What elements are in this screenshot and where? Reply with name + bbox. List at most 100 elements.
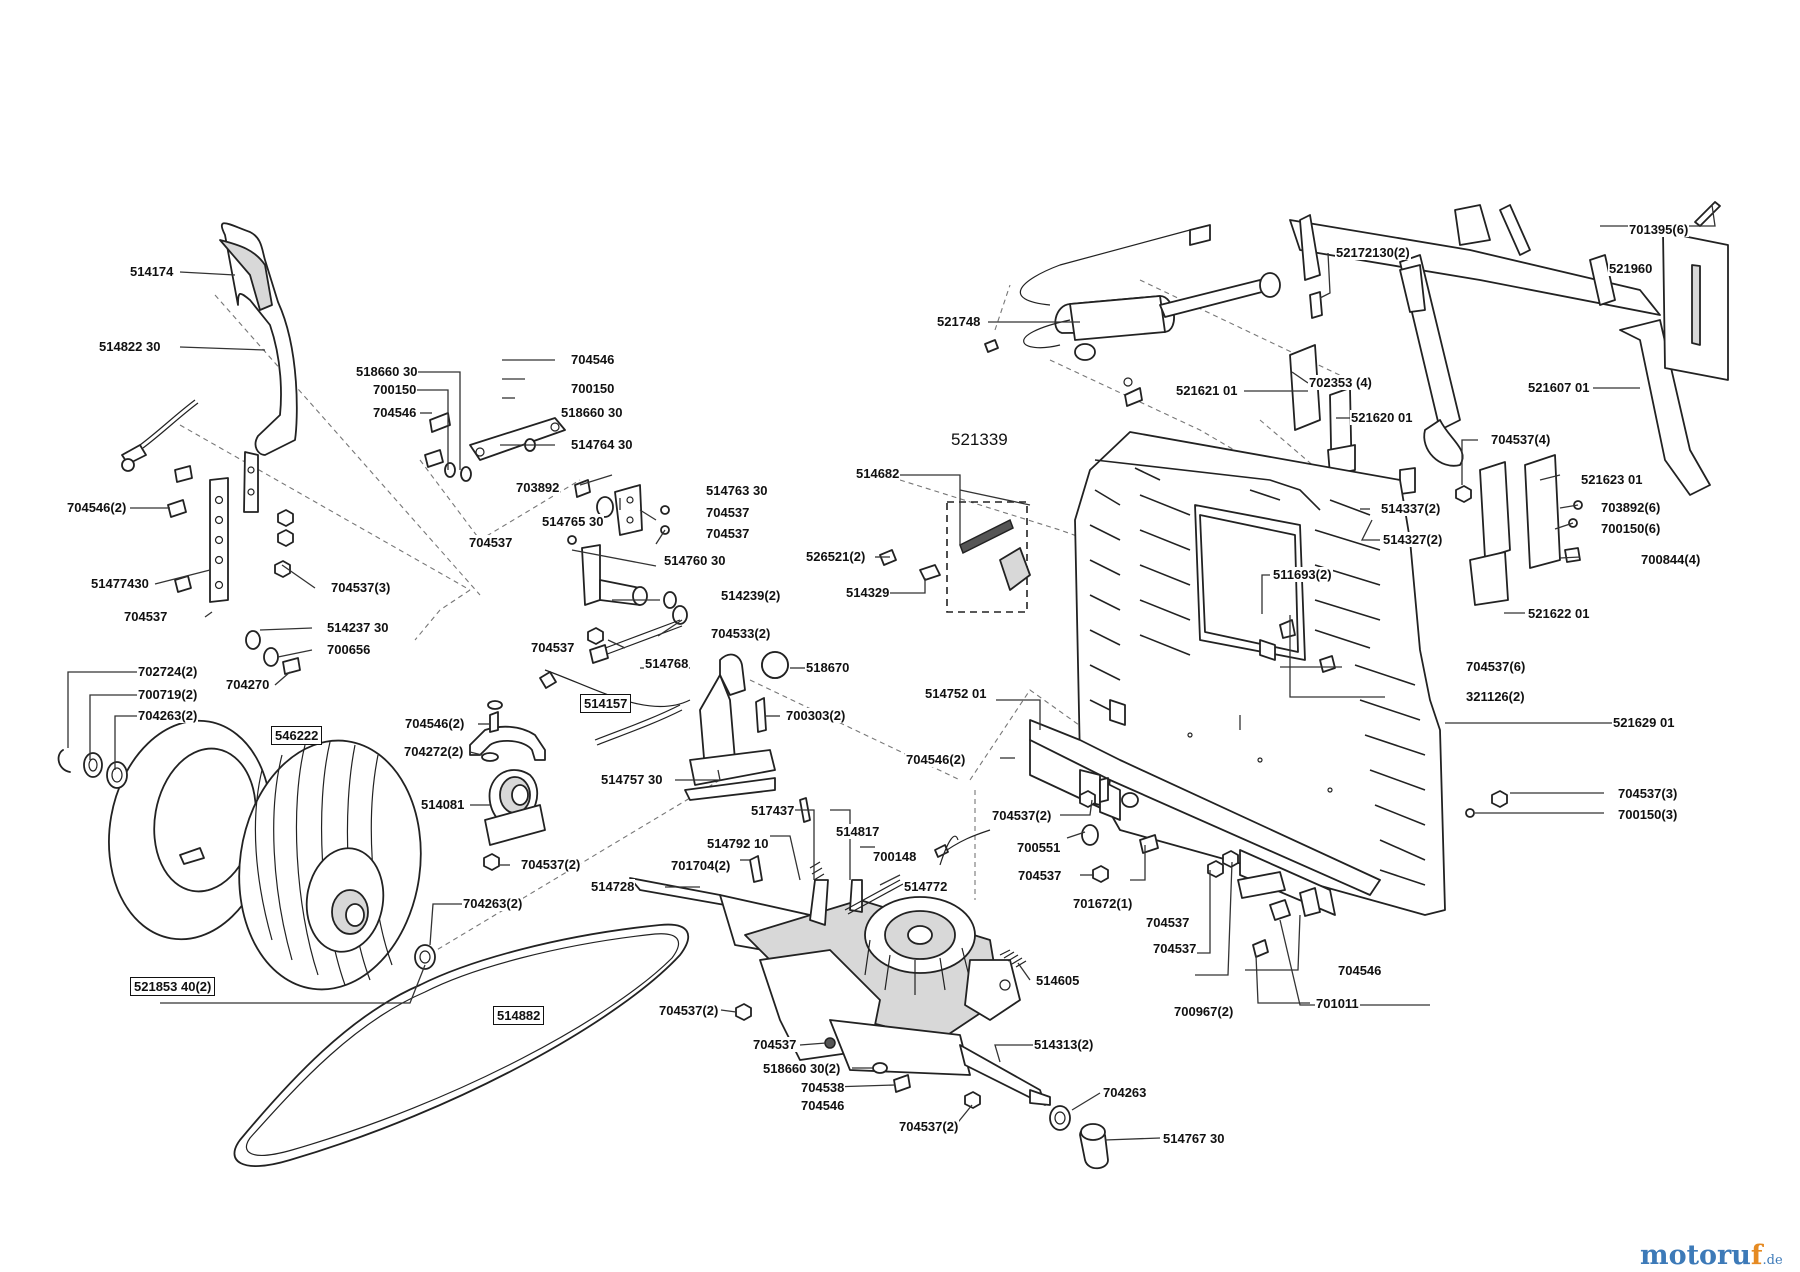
callout-704537-a: 704537 [123,609,169,624]
lift-arm-assembly [1289,204,1711,496]
callout-701704-2: 701704(2) [670,858,732,873]
callout-514763-30: 514763 30 [705,483,769,498]
callout-704546-d: 704546 [800,1098,846,1113]
callout-514822-30: 514822 30 [98,339,162,354]
transaxle-springs [809,835,1027,968]
callout-700844-4: 700844(4) [1640,552,1702,567]
callout-518670: 518670 [805,660,851,675]
callout-514817: 514817 [835,824,881,839]
callout-518660-30-2: 518660 30(2) [762,1061,842,1076]
callout-704537-6: 704537(6) [1465,659,1527,674]
callout-700967-2: 700967(2) [1173,1004,1235,1019]
callout-52172130-2: 52172130(2) [1335,245,1411,260]
callout-51477430: 51477430 [90,576,150,591]
callout-704546-b: 704546 [570,352,616,367]
callout-521623-01: 521623 01 [1580,472,1644,487]
callout-514337-2: 514337(2) [1380,501,1442,516]
callout-704263-2-a: 704263(2) [137,708,199,723]
callout-701395-6: 701395(6) [1628,222,1690,237]
callout-521621-01: 521621 01 [1175,383,1239,398]
callout-700150-b: 700150 [570,381,616,396]
callout-514768: 514768 [644,656,690,671]
callout-704537-e: 704537 [530,640,576,655]
callout-704537-3-b: 704537(3) [1617,786,1679,801]
callout-704537-d: 704537 [468,535,514,550]
callout-700150-a: 700150 [372,382,418,397]
watermark-main: motoru [1640,1240,1751,1271]
callout-514239-2: 514239(2) [720,588,782,603]
callout-514728: 514728 [590,879,636,894]
callout-704546-2-b: 704546(2) [404,716,466,731]
callout-704537-2-d: 704537(2) [898,1119,960,1134]
watermark-accent: f [1750,1240,1763,1271]
callout-704263-2-b: 704263(2) [462,896,524,911]
callout-521622-01: 521622 01 [1527,606,1591,621]
callout-514081: 514081 [420,797,466,812]
steering-lever [209,222,298,603]
callout-521853-40-2: 521853 40(2) [130,977,216,996]
callout-704272-2: 704272(2) [403,744,465,759]
callout-521960: 521960 [1608,261,1654,276]
callout-514313-2: 514313(2) [1033,1037,1095,1052]
callout-704537-2-a: 704537(2) [520,857,582,872]
callout-704537-4: 704537(4) [1490,432,1552,447]
callout-514767-30: 514767 30 [1162,1131,1226,1146]
callout-521339: 521339 [951,430,1008,449]
callout-701011: 701011 [1315,996,1360,1011]
callout-704537-c: 704537 [705,526,751,541]
site-watermark: motoruf.de [1640,1242,1783,1272]
watermark-tld: .de [1762,1253,1783,1268]
wheel-washers [57,749,436,970]
callout-700148: 700148 [872,849,918,864]
callout-704270: 704270 [225,677,271,692]
callout-704537-3-a: 704537(3) [330,580,392,595]
callout-701672-1: 701672(1) [1072,896,1134,911]
control-kit-box [879,501,1031,613]
callout-514237-30: 514237 30 [326,620,390,635]
callout-704537-g: 704537 [1145,915,1191,930]
pivot-bearing [469,700,546,871]
callout-704537-2-c: 704537(2) [658,1003,720,1018]
callout-511693-2: 511693(2) [1272,567,1333,582]
callout-514765-30: 514765 30 [541,514,605,529]
callout-704537-2-b: 704537(2) [991,808,1053,823]
callout-514757-30: 514757 30 [600,772,664,787]
transaxle [629,797,1051,1106]
linkage-bracket [424,412,670,545]
callout-704263: 704263 [1102,1085,1148,1100]
callout-704546-2-c: 704546(2) [905,752,967,767]
lift-cylinder [984,224,1281,407]
callout-700150-6: 700150(6) [1600,521,1662,536]
callout-517437: 517437 [750,803,796,818]
callout-514752-01: 514752 01 [924,686,988,701]
callout-514327-2: 514327(2) [1382,532,1444,547]
transaxle-hardware [735,855,1109,1170]
callout-514792-10: 514792 10 [706,836,770,851]
side-brackets-left [1289,344,1356,496]
callout-518660-30-a: 518660 30 [355,364,419,379]
callout-514772: 514772 [903,879,949,894]
callout-514157: 514157 [580,694,632,713]
callout-514882: 514882 [493,1006,545,1025]
callout-704537-f: 704537 [1017,868,1063,883]
callout-702724-2: 702724(2) [137,664,199,679]
shift-knob [761,651,789,679]
callout-514329: 514329 [845,585,891,600]
callout-321126-2: 321126(2) [1465,689,1526,704]
callout-514682: 514682 [855,466,901,481]
callout-704537-h: 704537 [1152,941,1198,956]
callout-526521-2: 526521(2) [805,549,867,564]
control-cable-left [121,399,199,472]
callout-704537-i: 704537 [752,1037,798,1052]
callout-521629-01: 521629 01 [1612,715,1676,730]
callout-700303-2: 700303(2) [785,708,847,723]
callout-521748: 521748 [936,314,982,329]
callout-514174: 514174 [129,264,175,279]
callout-704538: 704538 [800,1080,846,1095]
callout-704533-2: 704533(2) [710,626,772,641]
callout-700150-3: 700150(3) [1617,807,1679,822]
callout-700551: 700551 [1016,840,1062,855]
callout-703892-6: 703892(6) [1600,500,1662,515]
